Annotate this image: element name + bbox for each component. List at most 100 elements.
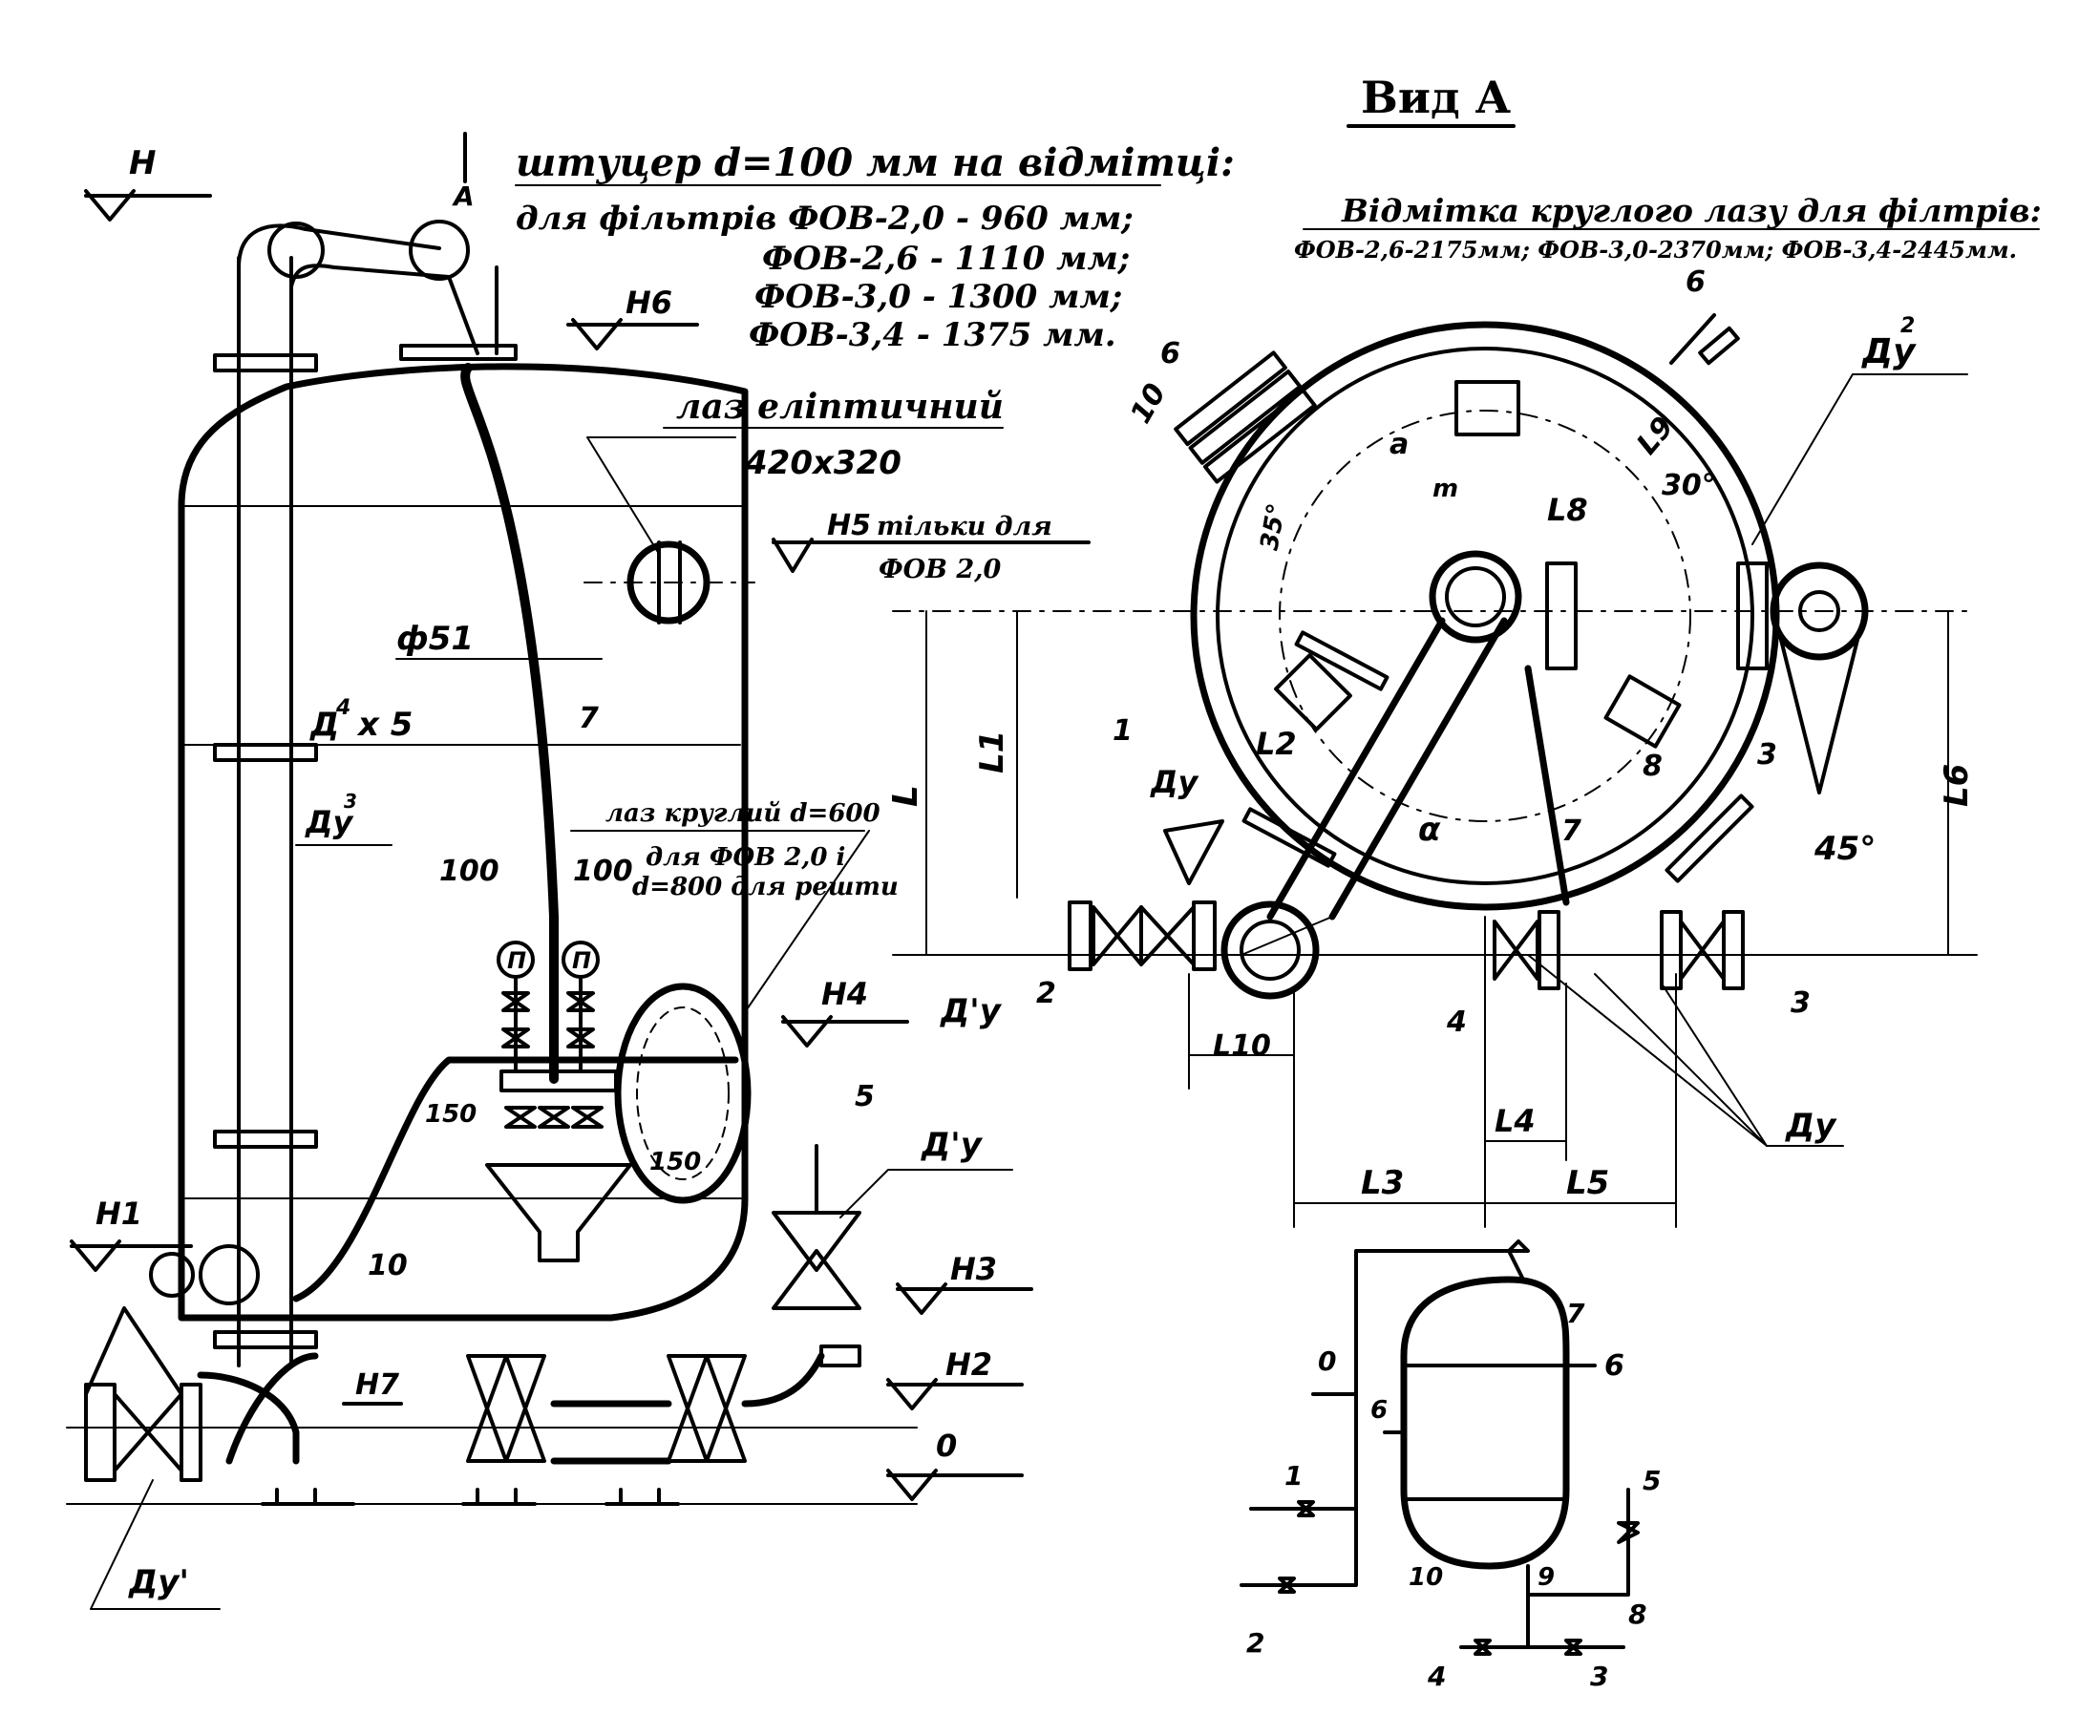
elliptic-manhole-label: лаз еліптичний [676,387,1004,427]
sch-num-4: 4 [1427,1661,1446,1692]
round-manhole-heading: Відмітка круглого лазу для філтрів: [1341,192,2042,229]
fitting-note-line2: ФОВ-2,6 - 1110 мм; [762,240,1130,278]
level-H1: Н1 [70,1196,193,1272]
svg-text:х 5: х 5 [356,706,413,744]
svg-text:Н4: Н4 [821,976,868,1012]
view-title: Вид А [1361,72,1512,123]
dim-100b: 100 [573,855,633,888]
plan-num-8: 8 [1643,750,1663,783]
plan-outer-shell [1190,321,1780,911]
dim-L10: L10 [1213,1029,1271,1063]
view-title-group: Вид А [1347,72,1516,128]
round-manhole-symbol [614,983,752,1204]
level-markers: Н Н6 Н5 тільки для ФОВ 2,0 Н4 Н3 Н2 0 Н1… [70,144,1091,1501]
round-manhole-line1: лаз круглий d=600 [605,799,880,828]
level-H: Н [84,144,212,222]
plan-num-2: 2 [1036,977,1056,1010]
plan-num-6a: 6 [1160,337,1180,370]
plan-num-1: 1 [1113,714,1133,748]
fitting-note-heading: штуцер d=100 мм на відмітці: [516,140,1235,185]
svg-text:П: П [572,947,591,974]
vessel-shell [178,363,749,1322]
front-elevation: П П [66,220,918,1506]
svg-text:П: П [507,947,526,974]
level-H7: Н7 [342,1368,403,1406]
sch-num-10: 10 [1409,1563,1443,1592]
svg-text:Н7: Н7 [355,1368,399,1402]
sch-num-2: 2 [1246,1627,1264,1659]
sch-num-3: 3 [1590,1661,1608,1692]
round-manhole-line3: d=800 для решти [632,873,899,901]
dim-phi51: ф51 [396,620,474,658]
pipe-D1y-left: Д'у [921,1126,984,1164]
pipe-Du3: Ду [305,804,354,840]
plan-view [892,313,1978,1228]
dim-45deg: 45° [1814,830,1876,868]
dim-L6: L6 [1938,764,1976,807]
plan-num-6b: 6 [1686,265,1706,299]
dim-L3: L3 [1361,1164,1404,1202]
sch-num-8: 8 [1628,1598,1646,1630]
elliptic-manhole-size: 420х320 [744,444,902,482]
svg-text:Н6: Н6 [626,285,672,321]
dim-alpha: α [1418,811,1441,849]
dim-150b: 150 [649,1148,701,1176]
sch-num-1: 1 [1284,1460,1303,1492]
svg-text:4: 4 [335,696,350,720]
svg-text:Н1: Н1 [95,1196,142,1232]
arrow-A: A [452,180,475,212]
fitting-note-line1: для фільтрів ФОВ-2,0 - 960 мм; [516,200,1134,238]
level-H2: Н2 [886,1346,1024,1410]
sch-num-7: 7 [1566,1298,1585,1329]
plan-num-4: 4 [1446,1006,1467,1039]
fitting-note-line4: ФОВ-3,4 - 1375 мм. [749,316,1116,354]
plan-num-10: 10 [1124,378,1173,430]
svg-text:3: 3 [344,790,357,813]
dim-150a: 150 [425,1100,477,1129]
svg-text:тільки для: тільки для [877,512,1052,541]
schematic-vessel [1400,1276,1570,1570]
plan-num-3b: 3 [1791,986,1811,1020]
pipe-Du-left: Ду [1150,764,1199,800]
pipe-Du1: Ду' [128,1563,189,1601]
level-H5: Н5 тільки для ФОВ 2,0 [772,509,1091,584]
plan-num-7: 7 [1561,815,1581,848]
round-manhole-values: ФОВ-2,6-2175мм; ФОВ-3,0-2370мм; ФОВ-3,4-… [1294,236,2017,264]
dim-30deg: 30° [1662,469,1716,502]
pipe-Du2: Ду [1861,332,1917,371]
round-manhole-line2: для ФОВ 2,0 і [646,843,845,872]
fitting-note: штуцер d=100 мм на відмітці: для фільтрі… [515,140,1235,354]
svg-text:2: 2 [1900,314,1915,338]
plan-labels: L L1 L2 L3 L4 L5 L6 L8 L9 L10 а α 30° 35… [886,265,1976,1202]
dim-L5: L5 [1566,1164,1609,1202]
svg-text:Н5: Н5 [827,509,871,542]
num-7-front: 7 [579,702,599,735]
sch-num-6a: 6 [1370,1396,1388,1425]
dim-35deg: 35° [1256,501,1292,553]
svg-text:Н: Н [129,144,156,182]
dim-100a: 100 [439,855,499,888]
num-5-front: 5 [855,1080,875,1113]
level-H6: Н6 [566,285,699,350]
level-H4: Н4 [781,976,909,1048]
sch-num-9: 9 [1538,1563,1555,1592]
schematic: 0 1 2 3 4 5 6 6 7 8 9 10 [1240,1239,1661,1692]
dim-L8: L8 [1547,492,1588,528]
fitting-note-line3: ФОВ-3,0 - 1300 мм; [754,278,1122,316]
dim-L9: L9 [1630,411,1681,461]
svg-text:Н2: Н2 [945,1346,992,1383]
level-H3: Н3 [896,1251,1033,1315]
num-10-front: 10 [368,1249,408,1282]
dim-L1: L1 [973,730,1011,773]
sch-num-0: 0 [1318,1345,1336,1377]
level-zero: 0 [886,1428,1024,1501]
pipe-D1y-right: Д'у [940,992,1003,1030]
dim-shell: Д [309,706,339,744]
dim-L2: L2 [1256,726,1297,762]
svg-text:Н3: Н3 [950,1251,997,1287]
dim-m: m [1432,475,1458,503]
sch-num-6b: 6 [1604,1349,1624,1383]
dim-L: L [886,785,925,807]
front-labels: лаз еліптичний 420х320 ф51 Д 4 х 5 100 1… [90,132,1013,1610]
